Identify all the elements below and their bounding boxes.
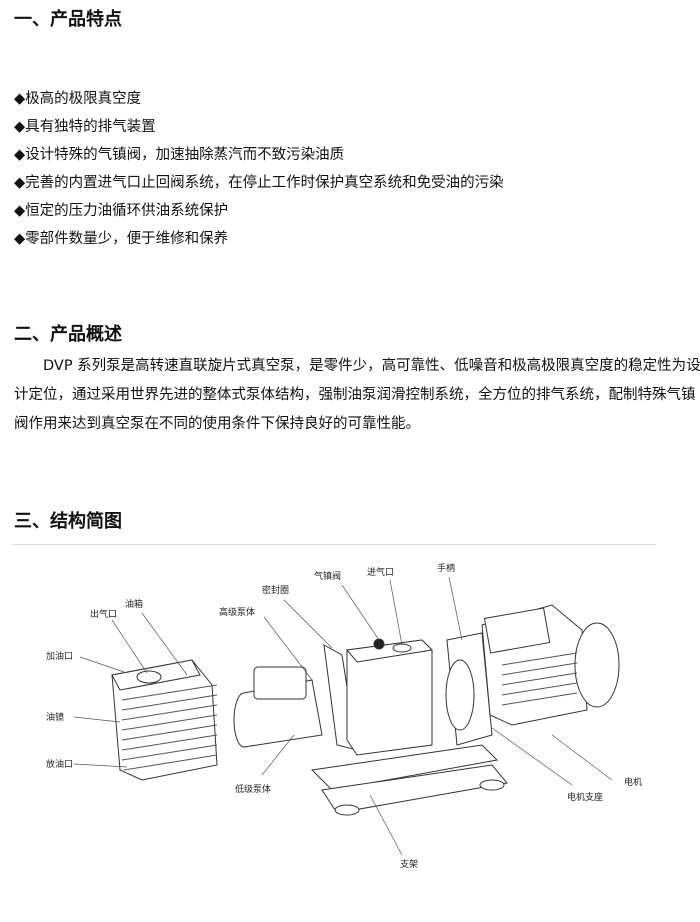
section-title-overview: 二、产品概述 [14,324,122,345]
oil-tank-drawing [111,659,218,781]
pump-drawing [73,576,620,856]
section-title-features: 一、产品特点 [14,9,122,30]
label-low-stage: 低级泵体 [235,785,272,795]
section-title-structure: 三、结构简图 [14,511,122,532]
label-oil-sight: 油镜 [46,713,65,723]
label-oil-drain: 放油口 [46,760,74,770]
overview-paragraph: DVP 系列泵是高转速直联旋片式真空泵，是零件少，高可靠性、低噪音和极高极限真空… [14,358,700,432]
high-stage-drawing [346,638,434,756]
leader-lines [73,576,613,856]
label-inlet: 进气口 [367,568,395,578]
structure-diagram: 出气口 油箱 加油口 油镜 放油口 高级泵体 低级泵体 密封圈 气镇阀 进气口 … [12,544,656,922]
label-motor: 电机 [624,778,643,788]
feature-item: ◆设计特殊的气镇阀，加速抽除蒸汽而不致污染油质 [14,147,345,163]
feature-item: ◆恒定的压力油循环供油系统保护 [14,203,229,219]
label-seal: 密封圈 [262,586,290,596]
low-stage-drawing [233,666,323,748]
coupling-drawing [445,659,475,731]
label-gas-ballast: 气镇阀 [314,572,342,582]
stand-drawing [310,744,508,816]
feature-item: ◆零部件数量少，便于维修和保养 [14,231,229,247]
feature-item: ◆极高的极限真空度 [14,91,142,107]
label-oil-fill: 加油口 [46,652,74,662]
label-outlet: 出气口 [90,610,118,620]
label-handle: 手柄 [437,564,456,574]
feature-item: ◆具有独特的排气装置 [14,119,156,135]
label-high-stage: 高级泵体 [219,608,256,618]
label-oil-tank: 油箱 [125,600,144,610]
feature-item: ◆完善的内置进气口止回阀系统，在停止工作时保护真空系统和免受油的污染 [14,175,504,191]
label-stand: 支架 [400,860,419,870]
motor-drawing [481,604,620,726]
label-motor-mount: 电机支座 [567,793,604,803]
